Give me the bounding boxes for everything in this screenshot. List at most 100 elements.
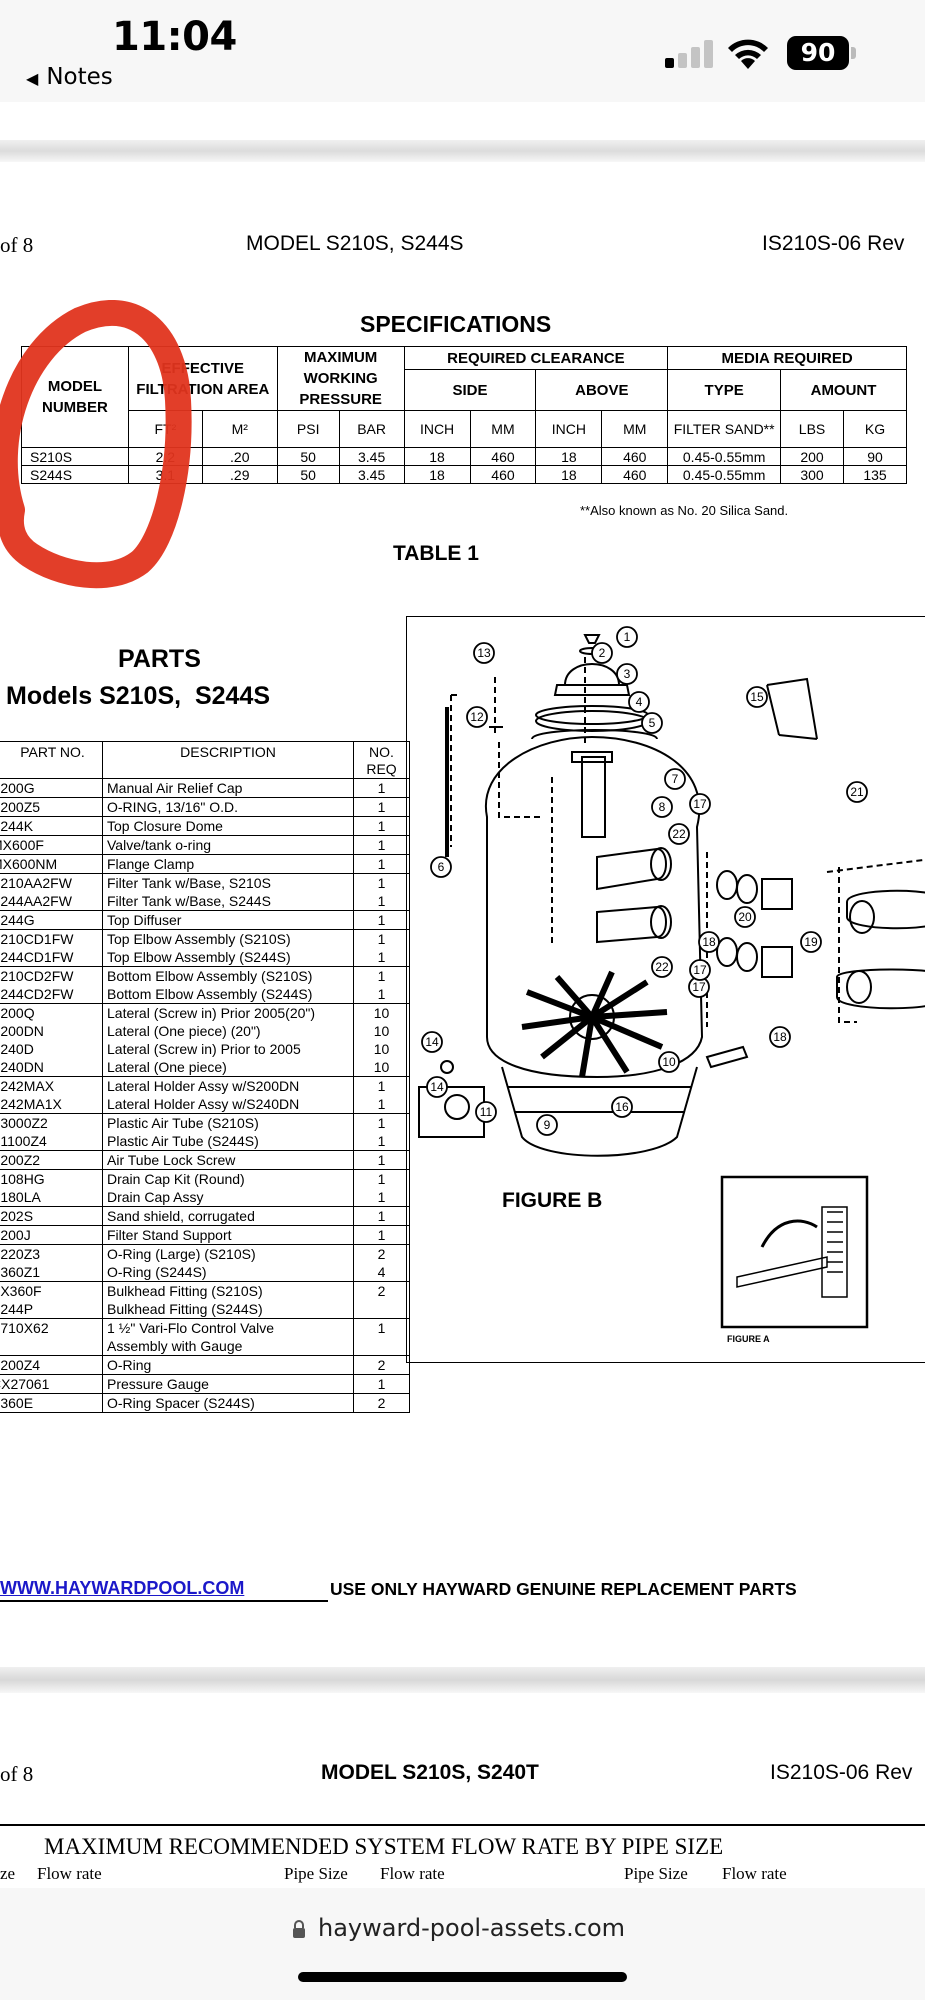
part-number-cell: X210CD1FWX244CD1FW (0, 929, 103, 967)
col-header: Pipe Size (624, 1864, 688, 1883)
above-header: ABOVE (535, 369, 669, 411)
unit-psi: PSI (276, 410, 340, 448)
quantity-cell-line: 1 (377, 1171, 386, 1187)
table-row: X360EO-Ring Spacer (S244S)2 (0, 1393, 410, 1413)
description-cell-line: Air Tube Lock Screw (107, 1152, 236, 1168)
part-number-cell: CX27061 (0, 1374, 103, 1394)
home-indicator[interactable] (298, 1972, 627, 1982)
specifications-title: SPECIFICATIONS (360, 311, 552, 337)
browser-address-bar[interactable] (0, 1888, 925, 2000)
description-cell-line: Bulkhead Fitting (S244S) (107, 1301, 263, 1317)
description-cell: Sand shield, corrugated (102, 1206, 354, 1226)
unit-mm: MM (601, 410, 669, 448)
quantity-cell-line: 2 (377, 1395, 386, 1411)
part-number-cell-line: X200DN (0, 1023, 44, 1039)
part-number-cell-line: X200Z4 (0, 1357, 41, 1373)
description-cell-line: O-Ring (107, 1357, 152, 1373)
description-cell-line: Drain Cap Kit (Round) (107, 1171, 245, 1187)
quantity-cell: 1 (353, 1150, 410, 1170)
filter-exploded-diagram: 1234567891011121314151617181920212217181… (418, 626, 925, 1344)
unit-m2: M² (201, 410, 278, 448)
callout-circle (651, 796, 673, 818)
part-number-cell-line: MX600NM (0, 856, 58, 872)
callout-number: 2 (599, 646, 606, 660)
part-number-cell: X200Z2 (0, 1150, 103, 1170)
callout-circle (616, 626, 638, 648)
callout-circle (698, 931, 720, 953)
description-cell-line: O-Ring (Large) (S210S) (107, 1246, 256, 1262)
description-cell-line: O-Ring (S244S) (107, 1264, 207, 1280)
part-number-cell-line: X200Z5 (0, 799, 41, 815)
cellular-signal-icon (665, 40, 713, 68)
table-row: MX600NM Flange Clamp 1 (0, 854, 410, 874)
quantity-cell-line: 1 (377, 837, 386, 853)
spec-cell: 460 (469, 447, 537, 466)
quantity-cell: 1 (353, 835, 410, 855)
quantity-cell: 2 (353, 1393, 410, 1413)
part-number-cell: EX360F X244P (0, 1281, 103, 1319)
part-number-cell-line: X244P (0, 1301, 34, 1317)
spec-cell: 18 (535, 465, 603, 484)
back-label: Notes (46, 64, 113, 90)
part-number-cell: X200Z4 (0, 1355, 103, 1375)
spec-cell: .20 (201, 447, 278, 466)
spec-cell: S210S (21, 447, 129, 466)
col-header: Pipe Size (284, 1864, 348, 1883)
quantity-cell-line: 1 (377, 931, 386, 947)
callout-circle (421, 1031, 443, 1053)
back-to-notes-button[interactable]: ◀Notes (26, 64, 113, 90)
unit-bar: BAR (338, 410, 405, 448)
callout-number: 5 (649, 716, 656, 730)
quantity-cell: 1 (353, 797, 410, 817)
description-cell: O-Ring (102, 1355, 354, 1375)
part-number-cell-line: X180LA (0, 1189, 41, 1205)
callout-number: 22 (672, 827, 686, 841)
description-cell: Top Diffuser (102, 910, 354, 930)
callout-number: 19 (804, 935, 818, 949)
callout-number: 4 (636, 695, 643, 709)
part-number-cell-line: X244G (0, 912, 35, 928)
hayward-website-link[interactable]: WWW.HAYWARDPOOL.COM (0, 1578, 245, 1598)
spec-cell: 135 (842, 465, 908, 484)
url-text[interactable]: hayward-pool-assets.com (318, 1914, 626, 1942)
description-cell-line: O-RING, 13/16" O.D. (107, 799, 239, 815)
callout-circle (616, 663, 638, 685)
quantity-cell-line: 1 (377, 856, 386, 872)
part-number-cell: X360E (0, 1393, 103, 1413)
unit-filter-sand: FILTER SAND** (667, 410, 782, 448)
quantity-cell-line: 1 (377, 912, 386, 928)
part-number-cell-line: EX360F (0, 1283, 42, 1299)
spec-cell: 50 (276, 447, 340, 466)
part-number-cell: X200QX200DNX240DX240DN (0, 1003, 103, 1077)
revision-label: IS210S-06 Rev (762, 232, 905, 255)
quantity-cell-line: 1 (377, 1115, 386, 1131)
part-number-cell-line: X200Z2 (0, 1152, 41, 1168)
description-cell-line: Sand shield, corrugated (107, 1208, 255, 1224)
callout-circle (591, 642, 613, 664)
part-number-cell-line: X200Q (0, 1005, 35, 1021)
callout-circle (475, 1101, 497, 1123)
figure-a-label: FIGURE A (727, 1334, 770, 1344)
part-number-cell-line: X244AA2FW (0, 893, 72, 909)
table-row: X242MAXX242MA1XLateral Holder Assy w/S20… (0, 1076, 410, 1114)
page-number: of 8 (0, 233, 34, 257)
page2-top-rule (0, 1824, 925, 1826)
part-number-cell-line: X360Z1 (0, 1264, 41, 1280)
callout-number: 8 (659, 800, 666, 814)
spec-footnote: **Also known as No. 20 Silica Sand. (580, 503, 789, 518)
spec-row: S210S 2.2 .20 50 3.45 18 460 18 460 0.45… (21, 447, 908, 466)
description-cell-line: Manual Air Relief Cap (107, 780, 243, 796)
quantity-cell-line: 1 (377, 1152, 386, 1168)
spec-cell: 200 (780, 447, 844, 466)
wifi-icon (728, 39, 768, 69)
quantity-cell-line: 2 (377, 1357, 386, 1373)
description-cell: Top Closure Dome (102, 816, 354, 836)
spec-cell: 18 (403, 447, 471, 466)
part-number-cell-line: X1100Z4 (0, 1133, 47, 1149)
description-cell: Flange Clamp (102, 854, 354, 874)
description-cell: O-RING, 13/16" O.D. (102, 797, 354, 817)
